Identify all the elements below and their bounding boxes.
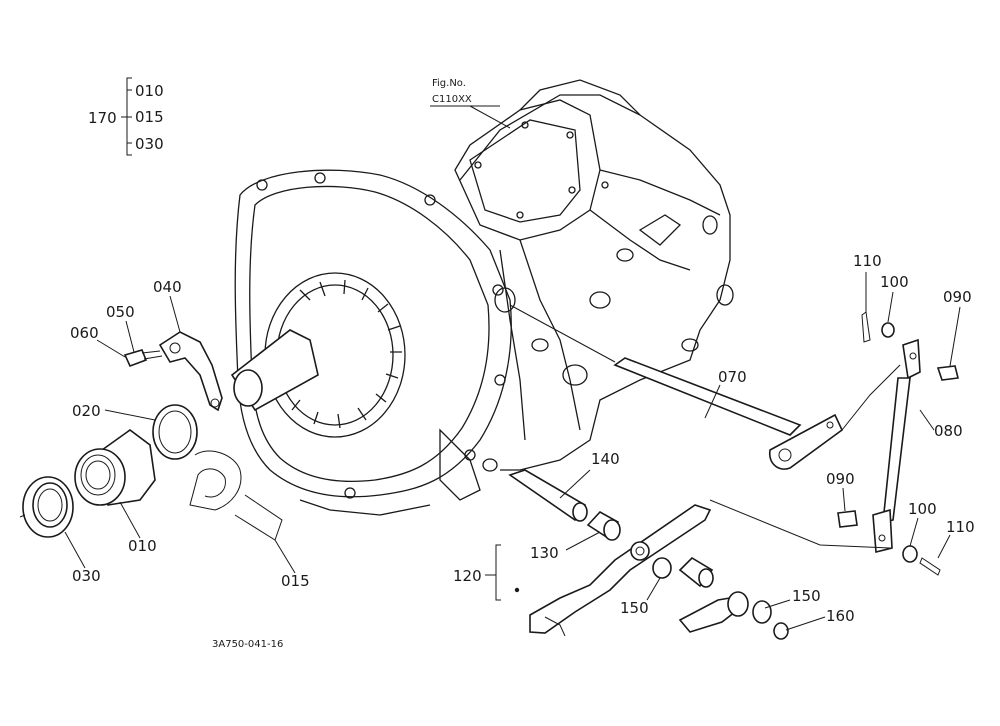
assembly-member: 030	[135, 135, 164, 153]
callout-120: 120	[453, 567, 482, 585]
callout-110-bottom: 110	[946, 518, 975, 536]
callout-140: 140	[591, 450, 620, 468]
assembly-member: 015	[135, 108, 164, 126]
release-hub-010	[74, 429, 156, 506]
callout-040: 040	[153, 278, 182, 296]
release-fork-040	[158, 331, 223, 412]
bolt-050	[123, 349, 163, 368]
callout-060: 060	[70, 324, 99, 342]
callout-110-top: 110	[853, 252, 882, 270]
transmission-housing	[234, 79, 734, 516]
callout-080: 080	[934, 422, 963, 440]
callout-090-bottom: 090	[826, 470, 855, 488]
drawing-code: 3A750-041-16	[212, 639, 283, 650]
release-bearing-030	[19, 476, 74, 538]
pin-140	[508, 469, 588, 522]
spring-clip-015	[189, 450, 283, 541]
callout-100-top: 100	[880, 273, 909, 291]
assembly-group-number: 170	[88, 109, 117, 127]
callout-130: 130	[530, 544, 559, 562]
leader-lines	[64, 77, 961, 631]
callout-150-left: 150	[620, 599, 649, 617]
rod-080	[872, 338, 921, 554]
labels: Fig.No. C110XX 170 010 015 030 040 050 0…	[70, 78, 975, 650]
release-shaft-070	[613, 357, 844, 470]
callout-160: 160	[826, 607, 855, 625]
shaft-sleeve	[230, 329, 319, 412]
callout-015: 015	[281, 572, 310, 590]
pins-and-washers	[837, 311, 959, 576]
bushing-and-link-150	[652, 556, 789, 640]
pedal-arm-120	[529, 504, 712, 637]
callout-070: 070	[718, 368, 747, 386]
callout-150-right: 150	[792, 587, 821, 605]
callout-100-bottom: 100	[908, 500, 937, 518]
callout-030: 030	[72, 567, 101, 585]
assembly-member: 010	[135, 82, 164, 100]
figure-ref-line2: C110XX	[432, 94, 472, 105]
figure-ref-line1: Fig.No.	[432, 78, 466, 89]
o-ring-020	[152, 404, 198, 460]
callout-090-top: 090	[943, 288, 972, 306]
callout-050: 050	[106, 303, 135, 321]
callout-010: 010	[128, 537, 157, 555]
bushing-130	[586, 510, 621, 541]
reference-dot	[514, 587, 520, 593]
callout-020: 020	[72, 402, 101, 420]
